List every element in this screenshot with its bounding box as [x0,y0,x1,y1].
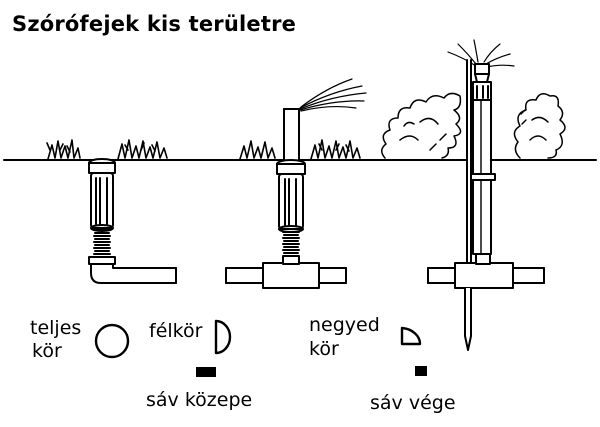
quarter-circle-symbol [400,326,422,346]
label-quarter-circle-line2: kör [309,338,339,360]
diagram-title: Szórófejek kis területre [12,12,297,36]
sprinkler-tall-riser-quarter-circle [381,39,566,351]
sprinkler-retracted-full-circle [88,158,177,284]
grass-tufts [46,139,361,160]
label-full-circle-line1: teljes [30,317,82,339]
strip-end-symbol [415,366,427,376]
label-full-circle-line2: kör [32,340,62,362]
strip-center-symbol [196,367,216,377]
sprinkler-popup-half-circle [225,78,367,289]
label-quarter-circle-line1: negyed [309,314,380,336]
label-strip-end: sáv vége [370,392,456,414]
full-circle-symbol [94,323,130,359]
label-strip-center: sáv közepe [146,389,253,411]
half-circle-symbol [214,319,232,355]
shrub-left [381,92,462,159]
label-half-circle: félkör [149,320,203,342]
shrub-right [513,93,566,159]
